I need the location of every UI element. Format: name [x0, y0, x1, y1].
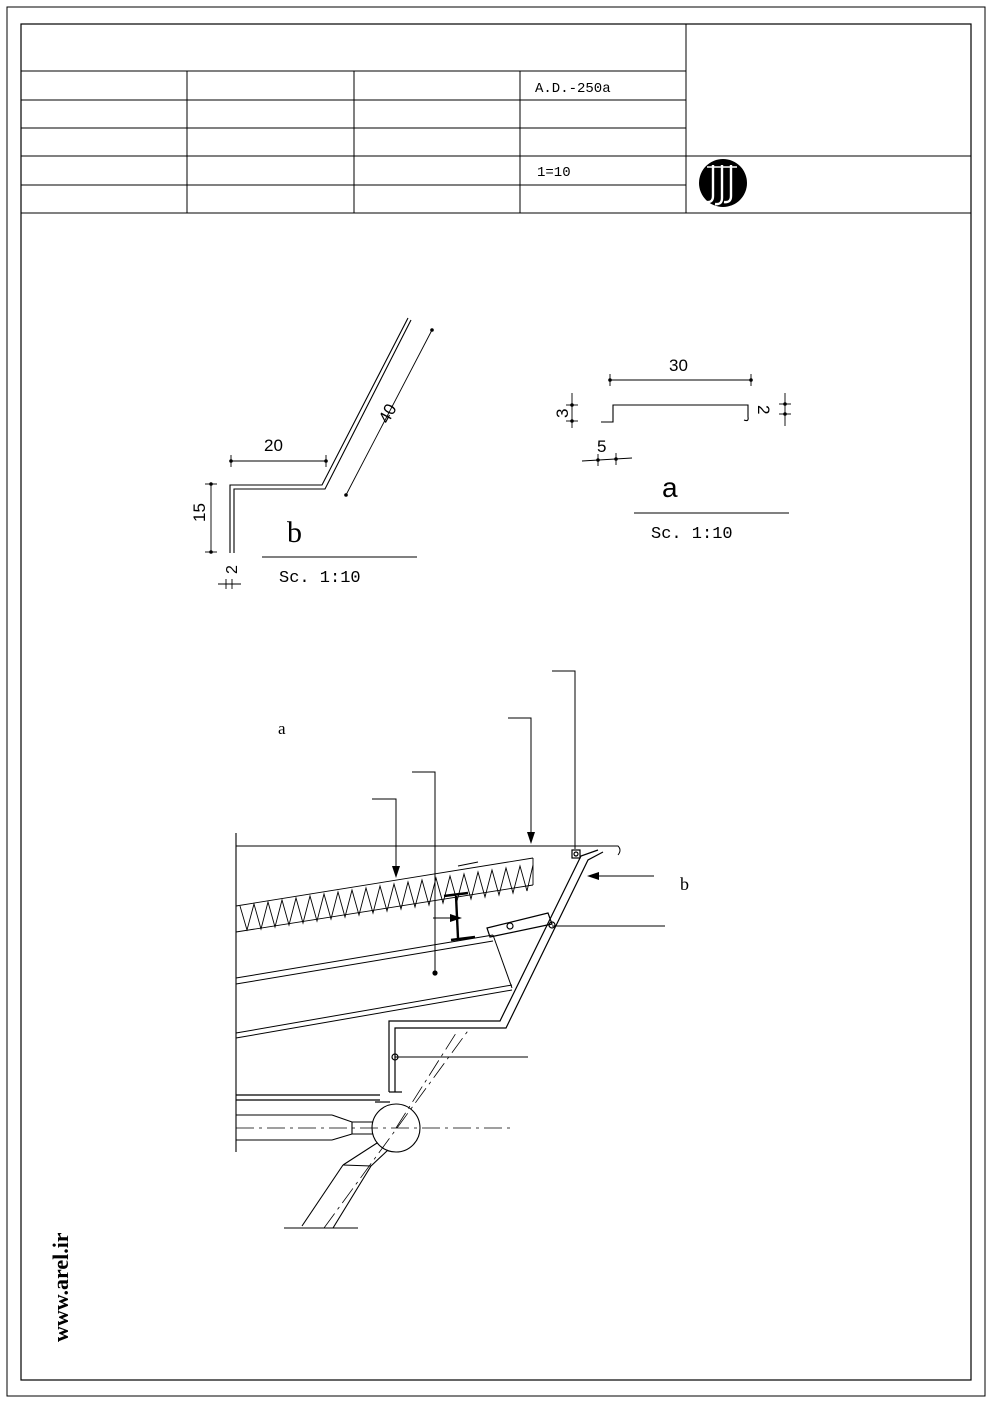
detail-a-dim-2: 2 — [754, 405, 773, 414]
detail-a-dim-3: 3 — [553, 409, 572, 418]
detail-b-dim-2: 2 — [224, 565, 241, 574]
purlin-section — [443, 891, 476, 942]
detail-b-dim-ticks — [209, 328, 434, 554]
drawing-scale: 1=10 — [537, 165, 571, 181]
website-text: www.arel.ir — [48, 1232, 73, 1342]
detail-b-scale: Sc. 1:10 — [279, 569, 361, 588]
leader-arrowheads — [392, 832, 599, 976]
detail-b-dim-15: 15 — [190, 503, 209, 522]
roof-panel — [235, 934, 513, 1039]
gutter-curl — [598, 845, 621, 856]
detail-b-dim-40: 40 — [375, 401, 401, 427]
section-callout-a: a — [278, 719, 286, 738]
title-block — [21, 24, 971, 214]
inner-border — [20, 23, 972, 1381]
gutter-profile — [388, 849, 604, 1092]
detail-b-label: b — [287, 516, 302, 549]
section-callout-b: b — [680, 874, 689, 894]
detail-a-scale: Sc. 1:10 — [651, 525, 733, 544]
outer-border — [6, 6, 986, 1397]
center-lines — [236, 1027, 512, 1229]
detail-a-dim-5: 5 — [597, 437, 606, 456]
gutter-bracket — [486, 912, 556, 938]
detail-a-dim-ticks — [570, 378, 787, 462]
gutter-end — [236, 1053, 402, 1103]
detail-b-profile — [229, 317, 412, 553]
detail-b-dimensions — [205, 329, 433, 589]
detail-a-profile — [601, 404, 749, 423]
drawing-number: A.D.-250a — [535, 81, 611, 97]
detail-a-label: a — [662, 472, 678, 503]
truss-node — [236, 1103, 421, 1229]
detail-a-dim-30: 30 — [669, 356, 688, 375]
insulation-layer — [235, 857, 534, 933]
detail-b-dim-20: 20 — [264, 436, 283, 455]
company-logo — [699, 159, 747, 207]
leader-lines — [372, 670, 665, 1058]
